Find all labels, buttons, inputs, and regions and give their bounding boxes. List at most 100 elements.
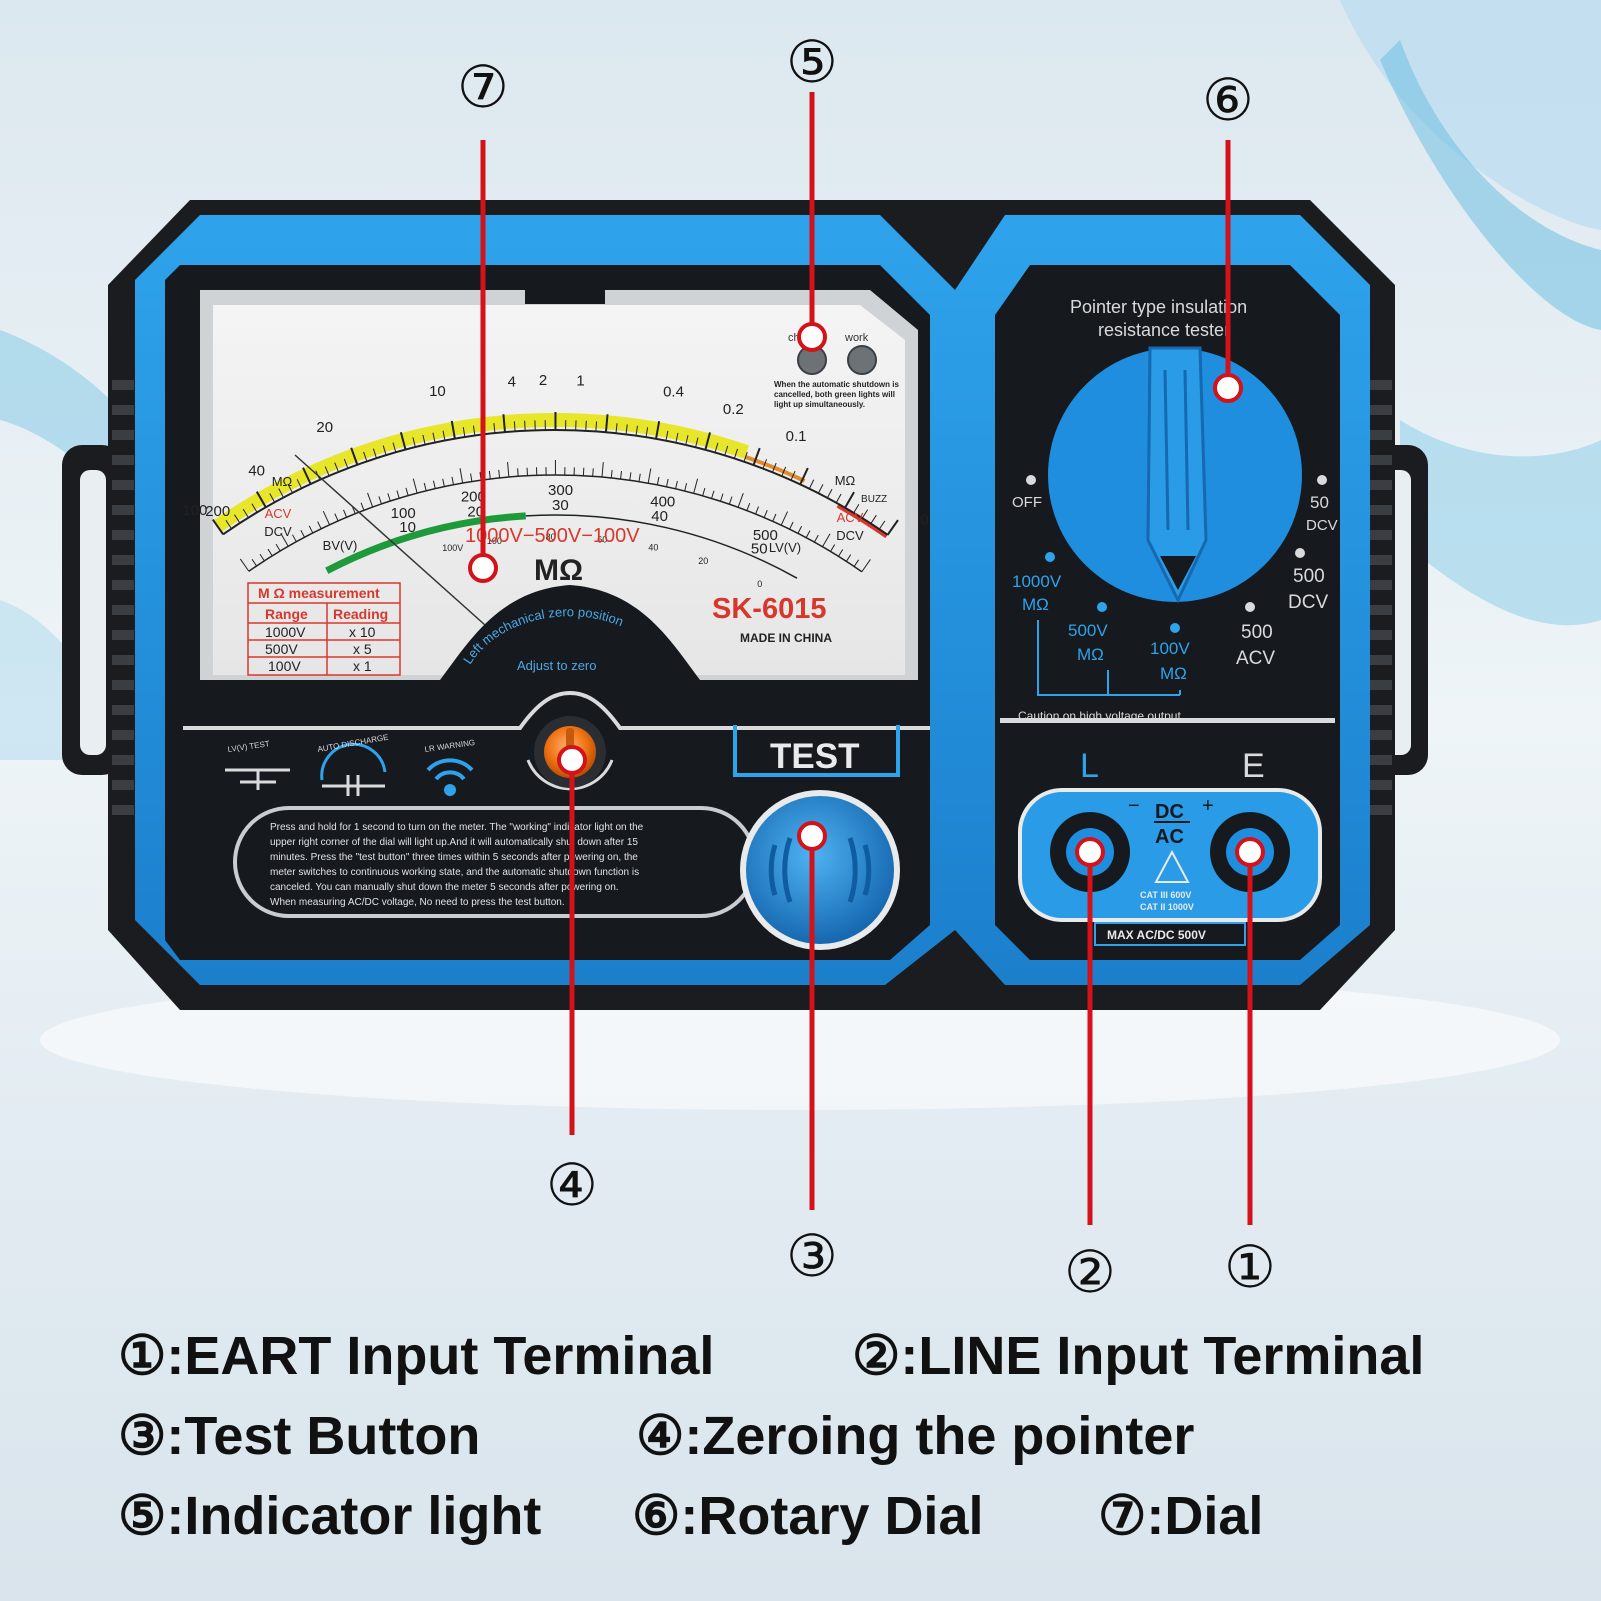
legend-item-4: ④:Zeroing the pointer <box>636 1406 1195 1466</box>
main-scale-tick <box>399 431 407 450</box>
voltage-scale-tick <box>702 487 706 496</box>
voltage-scale-tick <box>300 529 305 538</box>
adjust-to-zero-text: Adjust to zero <box>517 658 597 673</box>
main-scale-tick <box>625 424 628 435</box>
minus-sign: − <box>1128 795 1140 817</box>
lr-warning-icon <box>426 758 474 796</box>
rotary-pos-dcv-label: DCV <box>1288 592 1328 613</box>
callout-3-label: ③ <box>786 1222 838 1290</box>
main-scale-tick <box>604 414 609 433</box>
main-scale-tick <box>781 466 787 477</box>
mid-scale-label: 400 <box>650 493 675 510</box>
voltage-scale-tick <box>343 509 348 518</box>
voltage-scale-tick <box>620 471 623 480</box>
callout-2-marker <box>1075 837 1105 867</box>
voltage-scale-tick <box>772 513 777 522</box>
main-scale-tick <box>296 479 302 489</box>
main-scale-tick <box>615 423 618 434</box>
main-scale-tick <box>442 430 446 441</box>
voltage-scale-tick <box>629 472 632 481</box>
main-scale-tick <box>450 420 456 439</box>
main-scale-tick <box>853 504 860 514</box>
range-row-2-range: 500V <box>265 641 298 657</box>
main-scale-tick <box>363 451 368 462</box>
voltage-scale-tick <box>813 534 819 543</box>
voltage-scale-tick <box>396 490 400 499</box>
voltage-scale-tick <box>412 478 418 494</box>
legend-item-3: ③:Test Button <box>118 1406 481 1466</box>
callout-7-label: ⑦ <box>457 53 509 121</box>
main-scale-tick <box>808 479 815 489</box>
range-row-2-reading: x 5 <box>353 641 372 657</box>
mid-scale-label: 300 <box>548 482 573 499</box>
voltage-scale-tick <box>720 493 724 502</box>
rotary-pos-100v: 100V <box>1150 639 1190 658</box>
yellow-scale-band <box>213 413 749 532</box>
rotary-dial-handle[interactable] <box>1146 346 1208 604</box>
low-scale-label: 60 <box>597 534 607 544</box>
main-scale-tick <box>743 452 748 462</box>
rotary-pos-1000v-unit: MΩ <box>1022 595 1049 614</box>
model-label: SK-6015 <box>712 593 826 625</box>
side-scale-label: MΩ <box>272 474 293 489</box>
high-voltage-icon <box>1154 849 1190 883</box>
dc-label: DC <box>1155 801 1184 823</box>
main-scale-tick <box>733 448 738 459</box>
main-scale-tick <box>870 514 877 524</box>
top-scale-label: 1 <box>576 373 584 390</box>
voltage-scale-tick <box>459 468 464 484</box>
callout-2-label: ② <box>1064 1238 1116 1306</box>
rotary-pos-500-dcv: 500 <box>1293 566 1325 587</box>
ac-label: AC <box>1155 826 1184 848</box>
legend: ①:EART Input Terminal ②:LINE Input Termi… <box>0 1320 1601 1580</box>
main-scale-tick <box>771 462 777 473</box>
voltage-scale-tick <box>239 558 250 572</box>
rotary-pos-off: OFF <box>1012 494 1042 511</box>
voltage-scale-tick <box>432 480 436 489</box>
instruction-line-2: upper right corner of the dial will ligh… <box>270 837 638 848</box>
plus-sign: + <box>1202 795 1214 817</box>
range-table-header-range: Range <box>265 606 308 622</box>
auto-discharge-icon <box>320 742 387 796</box>
main-scale-tick <box>324 466 330 476</box>
voltage-scale-tick <box>797 525 803 534</box>
orange-scale-band <box>744 454 806 483</box>
voltage-scale-tick <box>498 469 501 478</box>
top-scale-label: 2 <box>539 372 547 389</box>
main-scale-tick <box>635 425 638 436</box>
voltage-scale-tick <box>592 468 594 477</box>
voltage-scale-tick <box>308 525 314 534</box>
main-scale-tick <box>493 423 496 434</box>
test-label: TEST <box>770 737 859 776</box>
voltage-scale-tick <box>292 534 297 542</box>
range-row-3-reading: x 1 <box>353 658 372 674</box>
range-table-header-reading: Reading <box>333 606 388 622</box>
side-scale-label: ACV <box>265 506 292 521</box>
callout-4-label: ④ <box>546 1151 598 1219</box>
mid-scale-label: 30 <box>552 497 569 514</box>
main-scale-tick <box>799 467 809 485</box>
voltage-scale-tick <box>861 559 871 573</box>
main-scale-tick <box>462 427 466 438</box>
legend-item-1: ①:EART Input Terminal <box>118 1326 715 1386</box>
voltage-scale-tick <box>830 544 836 552</box>
voltage-scale-tick <box>488 470 491 479</box>
main-scale-tick <box>844 491 855 509</box>
rotary-pos-50-dcv: 50 <box>1310 493 1329 512</box>
range-table-title: M Ω measurement <box>258 585 380 601</box>
main-scale-tick <box>595 421 598 432</box>
voltage-scale-tick <box>251 559 257 567</box>
top-scale-label: 0.1 <box>786 428 807 445</box>
instruction-line-1: Press and hold for 1 second to turn on t… <box>270 822 644 833</box>
voltage-scale-tick <box>675 480 678 489</box>
caution-label: Caution on high voltage output <box>1018 709 1181 723</box>
dial-voltage-text: 1000V−500V−100V <box>465 525 640 547</box>
terminal-e-label: E <box>1242 747 1265 785</box>
rotary-pos-500-acv: 500 <box>1241 622 1273 643</box>
voltage-scale-tick <box>737 493 744 508</box>
voltage-scale-tick <box>822 533 831 547</box>
voltage-scale-tick <box>334 513 339 522</box>
voltage-scale-tick <box>805 530 811 538</box>
range-row-3-range: 100V <box>268 658 301 674</box>
